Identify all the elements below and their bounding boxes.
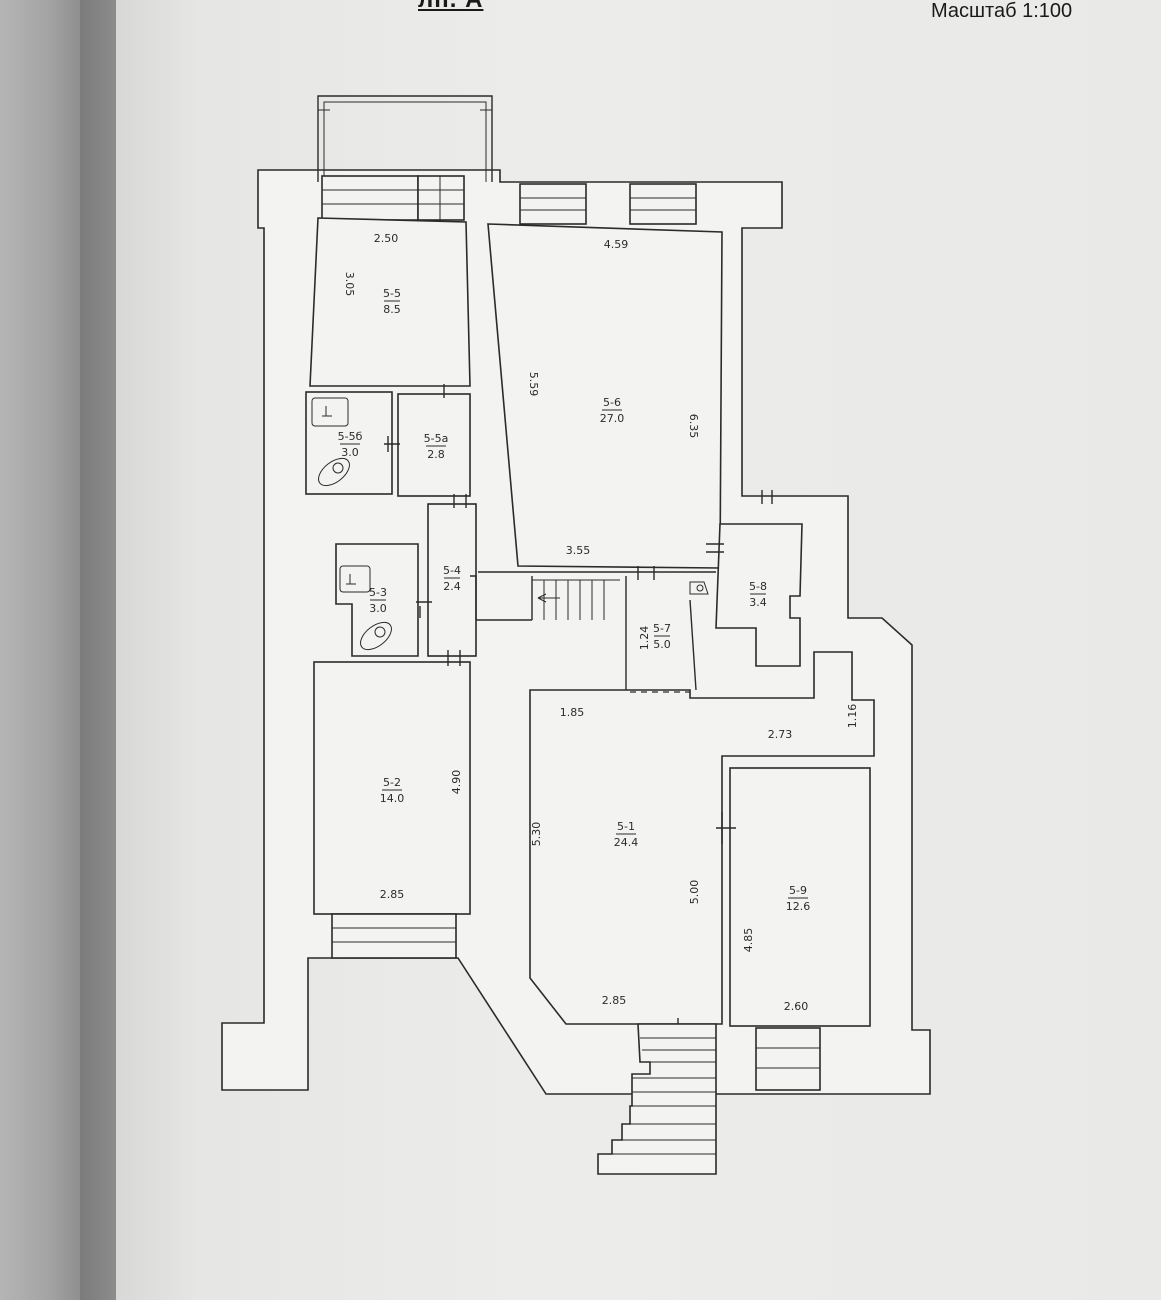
window-bottom-left: [331, 913, 457, 959]
room-5-5a: [397, 393, 471, 497]
dim-4-90: 4.90: [450, 770, 463, 795]
room-area-5-5: 8.5: [383, 303, 401, 316]
dim-1-24: 1.24: [638, 626, 651, 651]
room-5-7-outline: [476, 571, 716, 691]
book-spine-left: [0, 0, 80, 1300]
room-id-5-5: 5-5: [383, 287, 401, 300]
room-id-5-3: 5-3: [369, 586, 387, 599]
room-id-5-5a: 5-5а: [424, 432, 449, 445]
room-area-5-2: 14.0: [380, 792, 405, 805]
room-5-5: [309, 217, 471, 387]
room-5-8: [715, 523, 803, 667]
room-area-5-9: 12.6: [786, 900, 811, 913]
dim-2-85-bottom: 2.85: [602, 994, 627, 1007]
dim-3-05: 3.05: [343, 272, 356, 297]
dim-2-73: 2.73: [768, 728, 793, 741]
room-id-5-1: 5-1: [617, 820, 635, 833]
window-bottom-right: [755, 1027, 821, 1091]
stove-icon: [689, 581, 709, 595]
room-area-5-6: 27.0: [600, 412, 625, 425]
dim-6-35: 6.35: [687, 414, 700, 439]
scale-label: Масштаб 1:100: [931, 0, 1073, 22]
room-5-4: [427, 503, 477, 657]
dim-2-85-left: 2.85: [380, 888, 405, 901]
dim-2-60: 2.60: [784, 1000, 809, 1013]
sheet-title: лп. А: [418, 0, 483, 14]
room-id-5-7: 5-7: [653, 622, 671, 635]
dim-2-50: 2.50: [374, 232, 399, 245]
room-5-9: [729, 767, 871, 1027]
window-top-1: [321, 175, 419, 221]
dim-1-16: 1.16: [846, 704, 859, 729]
bathtub-icon: [311, 397, 350, 487]
dim-4-59: 4.59: [604, 238, 629, 251]
inner-stairs: [532, 579, 620, 620]
room-area-5-5b: 3.0: [341, 446, 359, 459]
window-top-2: [519, 183, 587, 225]
room-5-5b: [305, 391, 393, 495]
room-area-5-4: 2.4: [443, 580, 461, 593]
door-marks: [384, 384, 773, 1034]
entrance-stairs: [597, 1023, 717, 1175]
dim-5-59: 5.59: [527, 372, 540, 397]
toilet-icon: [339, 565, 392, 651]
dim-5-30: 5.30: [530, 822, 543, 847]
room-area-5-5a: 2.8: [427, 448, 445, 461]
book-gutter: [80, 0, 116, 1300]
room-id-5-6: 5-6: [603, 396, 621, 409]
room-area-5-1: 24.4: [614, 836, 639, 849]
room-id-5-5b: 5-5б: [338, 430, 363, 443]
dim-3-55: 3.55: [566, 544, 591, 557]
room-id-5-8: 5-8: [749, 580, 767, 593]
window-top-3: [629, 183, 697, 225]
dim-1-85: 1.85: [560, 706, 585, 719]
window-top-door: [417, 175, 465, 221]
balcony: [317, 95, 493, 182]
room-id-5-4: 5-4: [443, 564, 461, 577]
room-area-5-7: 5.0: [653, 638, 671, 651]
room-id-5-9: 5-9: [789, 884, 807, 897]
dim-5-00: 5.00: [688, 880, 701, 905]
room-area-5-8: 3.4: [749, 596, 767, 609]
dim-4-85: 4.85: [742, 928, 755, 953]
room-5-2: [313, 661, 471, 915]
room-area-5-3: 3.0: [369, 602, 387, 615]
room-id-5-2: 5-2: [383, 776, 401, 789]
room-5-1: [529, 651, 875, 1025]
